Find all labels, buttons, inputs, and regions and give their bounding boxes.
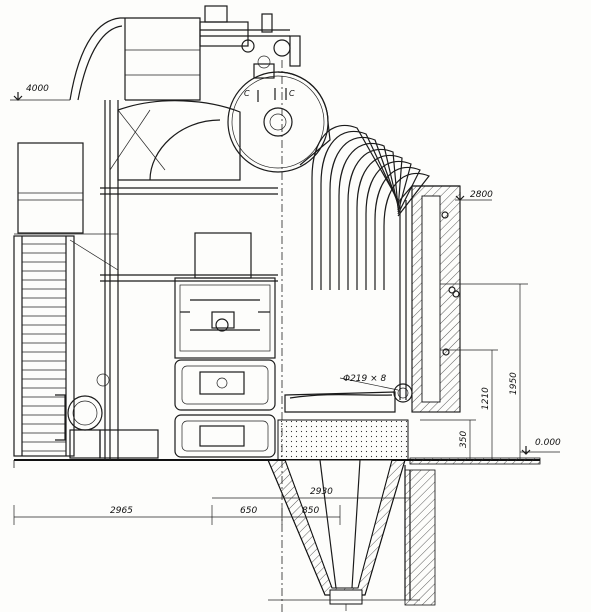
boiler-casing	[117, 100, 241, 181]
grate	[284, 383, 413, 413]
water-tube	[329, 136, 399, 290]
water-tube	[374, 166, 421, 290]
water-tube	[356, 154, 403, 290]
dimension-label-1210: 1210	[481, 387, 491, 410]
wall-bolt	[448, 286, 456, 294]
steam-drum	[227, 55, 331, 173]
wall-bolt	[452, 290, 460, 298]
pipe-diameter-label: Φ219 × 8	[343, 374, 387, 384]
water-tube	[365, 160, 412, 290]
furnace-door-lower	[174, 414, 276, 458]
dimension-label-2930: 2930	[310, 487, 333, 497]
coal-bunker	[17, 142, 84, 234]
air-duct	[69, 5, 301, 101]
water-tube	[320, 130, 399, 290]
furnace-wall	[399, 185, 461, 413]
elevation-label-4000: 4000	[26, 84, 49, 94]
dimension-label-650: 650	[240, 506, 257, 516]
water-tube	[338, 142, 399, 290]
blower-fan	[55, 373, 159, 459]
burner-assembly	[174, 232, 276, 359]
water-tube	[383, 172, 430, 290]
drum-label-c-left: C	[244, 89, 250, 98]
dimension-lines	[10, 92, 560, 525]
water-tube	[347, 148, 399, 290]
dimension-label-1950: 1950	[509, 372, 519, 395]
wall-bolt	[441, 211, 449, 219]
dimension-label-2965: 2965	[110, 506, 133, 516]
elevation-label-0000: 0.000	[535, 438, 561, 448]
drum-label-c-right: C	[289, 89, 295, 98]
wall-bolt	[442, 348, 450, 356]
water-tube	[311, 124, 399, 290]
staircase	[13, 235, 75, 457]
dimension-label-850: 850	[302, 506, 319, 516]
elevation-label-2800: 2800	[470, 190, 493, 200]
ash-hopper	[267, 419, 420, 611]
boiler-tubes	[311, 124, 430, 290]
dimension-label-350: 350	[459, 431, 469, 448]
furnace-door-upper	[174, 359, 276, 411]
